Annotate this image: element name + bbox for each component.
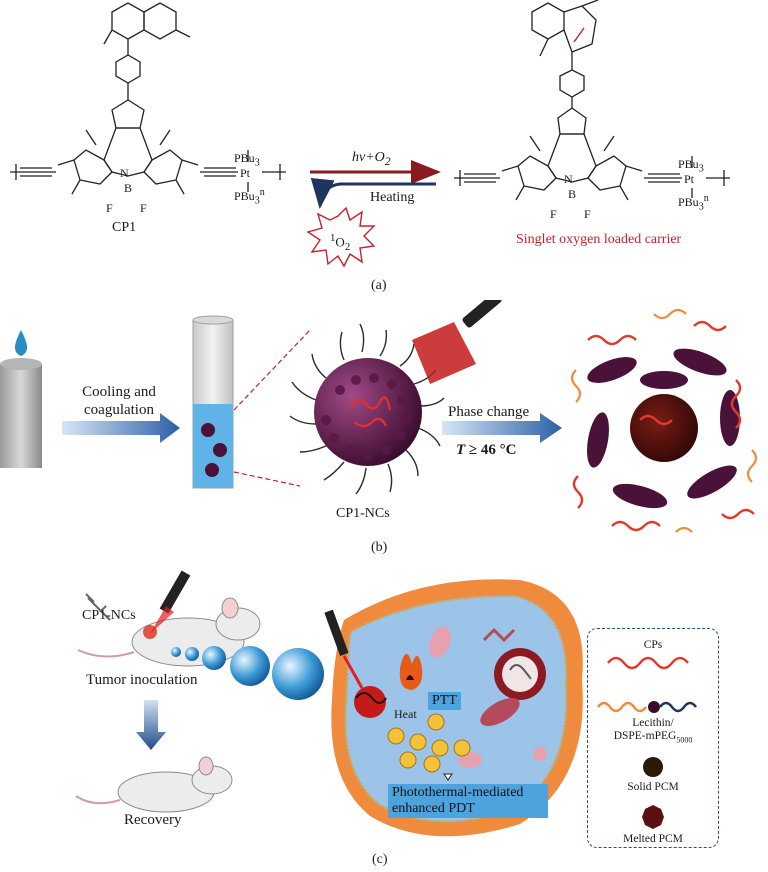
right-alkyne-right [644,156,730,198]
right-pbu3-top: PBu3 [678,157,704,175]
left-atom-b: B [124,181,133,195]
left-pbu3-bottom: PBu3n [234,187,265,207]
panel-b-label: (b) [371,540,388,555]
left-atom-f2: F [140,201,147,215]
right-atom-f1: F [550,207,557,221]
step1-label-line1: Cooling and [82,384,156,400]
laser-flashlight [412,300,502,384]
right-pt: Pt [684,172,695,186]
pdt-small-arrow [443,773,453,781]
left-alkyne-right [200,150,286,192]
step1-arrow [62,413,180,443]
legend-lecithin-line2: DSPE-mPEG5000 [613,730,693,745]
left-pt: Pt [240,166,251,180]
cp-legend-icon [607,656,689,670]
right-bodipy-core [501,107,643,201]
laser-pointer-cell [324,609,349,656]
vial [0,364,42,468]
oxygen-molecules [387,713,471,773]
left-atom-n1: N [120,166,129,180]
legend-solid-pcm: Solid PCM [627,781,679,793]
heat-label: Heat [394,707,417,721]
singlet-oxygen-label: 1O2 [330,232,351,253]
test-tube [192,315,234,489]
left-naphthalene [103,2,191,45]
legend-cps: CPs [643,639,663,651]
solid-pcm-icon [643,757,663,777]
cp1-label: CP1 [112,220,137,235]
melted-nanocarrier [570,308,758,533]
droplet-icon [14,330,28,356]
phase-change-label: Phase change [448,404,530,420]
left-pbu3-top: PBu3 [234,151,260,169]
legend-melted-pcm: Melted PCM [623,833,683,845]
right-phenyl [559,69,585,108]
legend-box: CPs Lecithin/ DSPE-mPEG5000 Solid PCM Me… [587,628,719,848]
right-atom-f2: F [584,207,591,221]
cp1-nanocarrier [289,323,445,495]
forward-arrow-label: hν+O2 [352,150,391,168]
left-atom-f1: F [106,201,113,215]
ptt-label: PTT [428,692,461,710]
left-bodipy-core [57,99,199,195]
left-alkyne-left [10,164,56,180]
temperature-label: T ≥ 46 °C [456,442,517,458]
right-endoperoxide [531,0,599,70]
singlet-oxygen-burst [306,206,376,268]
reverse-arrow-label: Heating [370,190,415,205]
recovery-label: Recovery [124,812,182,828]
singlet-oxygen-carrier-label: Singlet oxygen loaded carrier [516,232,682,247]
panel-a-label: (a) [371,278,387,293]
syringe-icon [85,593,111,621]
cp1-ncs-label: CP1-NCs [336,506,390,521]
step2-arrow [442,413,562,443]
legend-icons [597,656,697,829]
melted-pcm-icon [642,805,664,829]
right-pbu3-bottom: PBu3n [678,193,709,213]
laser-pointer-c [159,570,191,614]
lecithin-legend-icon [597,701,647,713]
peroxide-bridge [573,27,585,43]
right-atom-b: B [568,187,577,201]
right-atom-n1: N [564,172,573,186]
injection-label: CP1-NCs [82,608,136,623]
left-phenyl [115,39,141,100]
phase-change-scheme [0,300,758,533]
recovery-arrow [136,700,166,750]
legend-lecithin-line1: Lecithin/ [632,717,674,729]
step1-label-line2: coagulation [84,402,154,418]
mouse-recovered [75,756,233,813]
tumor-inoculation-label: Tumor inoculation [86,672,198,688]
right-alkyne-left [454,170,500,186]
reaction-scheme [10,0,730,268]
reverse-arrow [310,177,436,209]
panel-c-label: (c) [372,852,388,867]
